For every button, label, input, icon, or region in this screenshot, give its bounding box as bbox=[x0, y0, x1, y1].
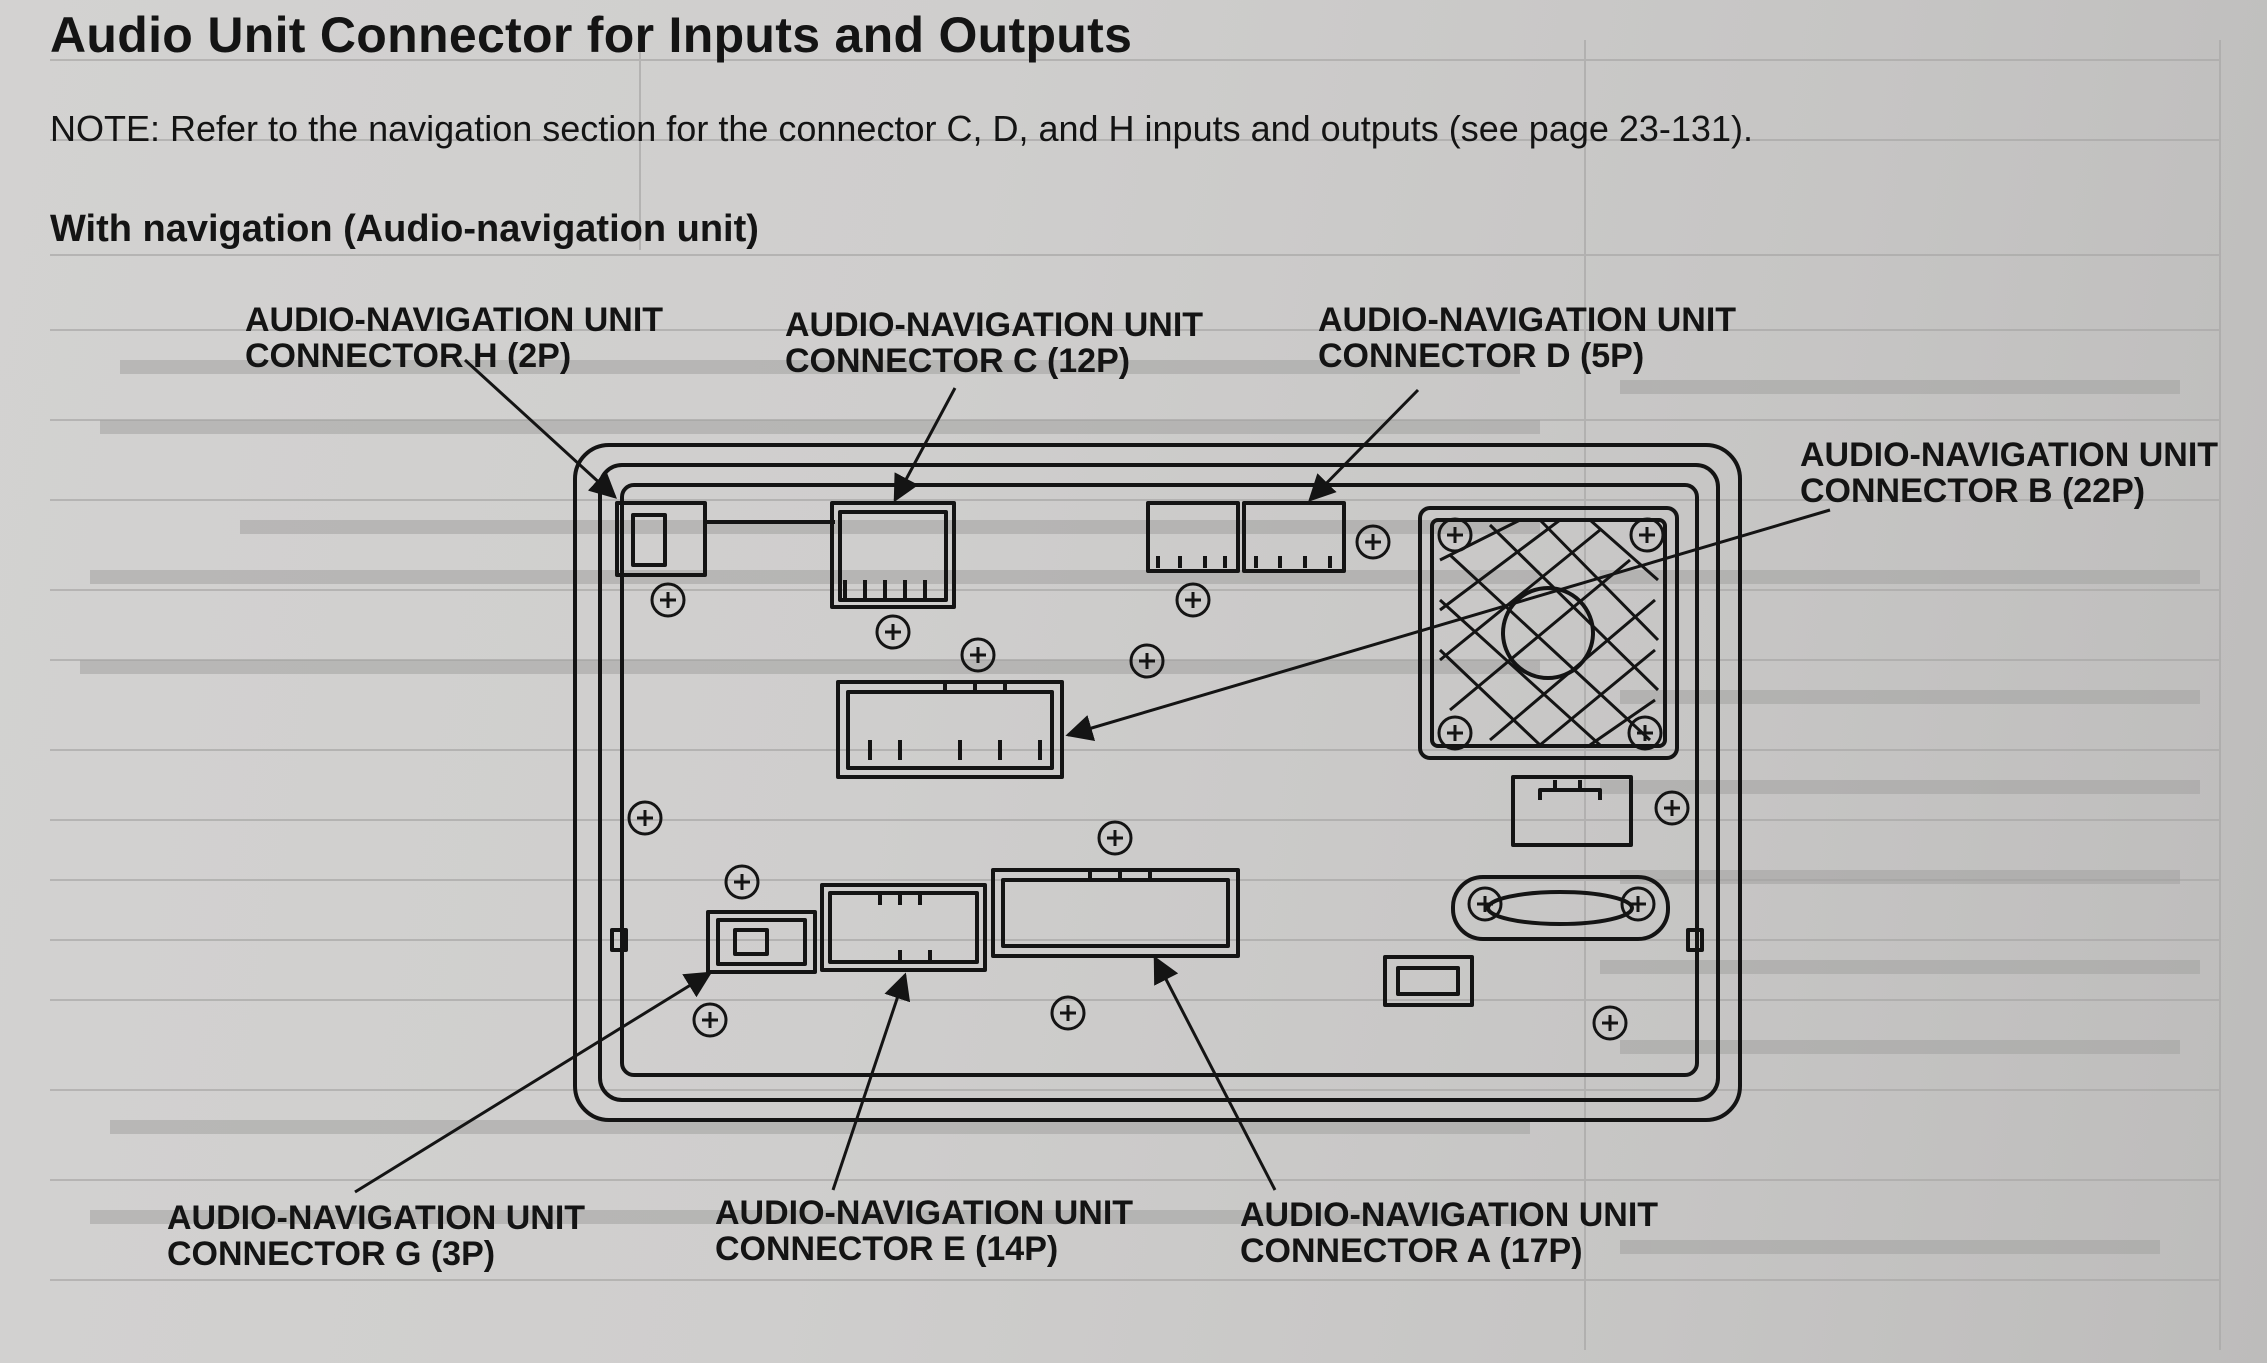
callout-h-line1: AUDIO-NAVIGATION UNIT bbox=[245, 301, 664, 339]
unit-housing-outer bbox=[573, 443, 1742, 1122]
callout-d-line1: AUDIO-NAVIGATION UNIT bbox=[1318, 301, 1737, 339]
callout-connector-b: AUDIO-NAVIGATION UNIT CONNECTOR B (22P) bbox=[1800, 437, 2218, 509]
cooling-fan-shape bbox=[1418, 506, 1679, 760]
page-title: Audio Unit Connector for Inputs and Outp… bbox=[50, 7, 1133, 63]
callout-d-line2: CONNECTOR D (5P) bbox=[1318, 337, 1645, 375]
connector-c-shape bbox=[830, 501, 956, 609]
callout-connector-a: AUDIO-NAVIGATION UNIT CONNECTOR A (17P) bbox=[1240, 1197, 1658, 1269]
callout-b-line2: CONNECTOR B (22P) bbox=[1800, 472, 2146, 510]
leader-d bbox=[1308, 388, 1420, 502]
connector-a-shape bbox=[991, 868, 1240, 958]
leader-c bbox=[893, 387, 957, 503]
callout-e-line2: CONNECTOR E (14P) bbox=[715, 1230, 1059, 1268]
callout-e-line1: AUDIO-NAVIGATION UNIT bbox=[715, 1194, 1134, 1232]
leader-arrows bbox=[354, 358, 1831, 1194]
callout-g-line1: AUDIO-NAVIGATION UNIT bbox=[167, 1199, 586, 1237]
connector-e-shape bbox=[820, 883, 987, 972]
connector-g-shape bbox=[706, 910, 817, 974]
callout-connector-h: AUDIO-NAVIGATION UNIT CONNECTOR H (2P) bbox=[245, 302, 663, 374]
reference-note: NOTE: Refer to the navigation section fo… bbox=[50, 108, 1753, 149]
callout-connector-g: AUDIO-NAVIGATION UNIT CONNECTOR G (3P) bbox=[167, 1200, 585, 1272]
unit-housing-plate bbox=[620, 483, 1699, 1077]
connector-right-small-shape bbox=[1511, 775, 1633, 847]
callout-h-line2: CONNECTOR H (2P) bbox=[245, 337, 572, 375]
callout-connector-e: AUDIO-NAVIGATION UNIT CONNECTOR E (14P) bbox=[715, 1195, 1133, 1267]
leader-h bbox=[463, 358, 617, 499]
unit-housing-inner bbox=[598, 463, 1720, 1102]
callout-g-line2: CONNECTOR G (3P) bbox=[167, 1235, 496, 1273]
leader-a bbox=[1153, 955, 1277, 1191]
antenna-mount-shape bbox=[1451, 875, 1670, 941]
leader-g bbox=[354, 971, 713, 1194]
callout-c-line2: CONNECTOR C (12P) bbox=[785, 342, 1131, 380]
section-subheading: With navigation (Audio-navigation unit) bbox=[50, 208, 759, 250]
callout-a-line1: AUDIO-NAVIGATION UNIT bbox=[1240, 1196, 1659, 1234]
callout-a-line2: CONNECTOR A (17P) bbox=[1240, 1232, 1583, 1270]
callout-c-line1: AUDIO-NAVIGATION UNIT bbox=[785, 306, 1204, 344]
usb-port-shape bbox=[1383, 955, 1474, 1007]
connector-d-shape bbox=[1146, 501, 1346, 573]
connector-b-shape bbox=[836, 680, 1064, 779]
leader-e bbox=[831, 972, 911, 1191]
callout-b-line1: AUDIO-NAVIGATION UNIT bbox=[1800, 436, 2219, 474]
callout-connector-c: AUDIO-NAVIGATION UNIT CONNECTOR C (12P) bbox=[785, 307, 1203, 379]
connector-h-shape bbox=[615, 501, 835, 577]
callout-connector-d: AUDIO-NAVIGATION UNIT CONNECTOR D (5P) bbox=[1318, 302, 1736, 374]
leader-b bbox=[1065, 508, 1831, 742]
